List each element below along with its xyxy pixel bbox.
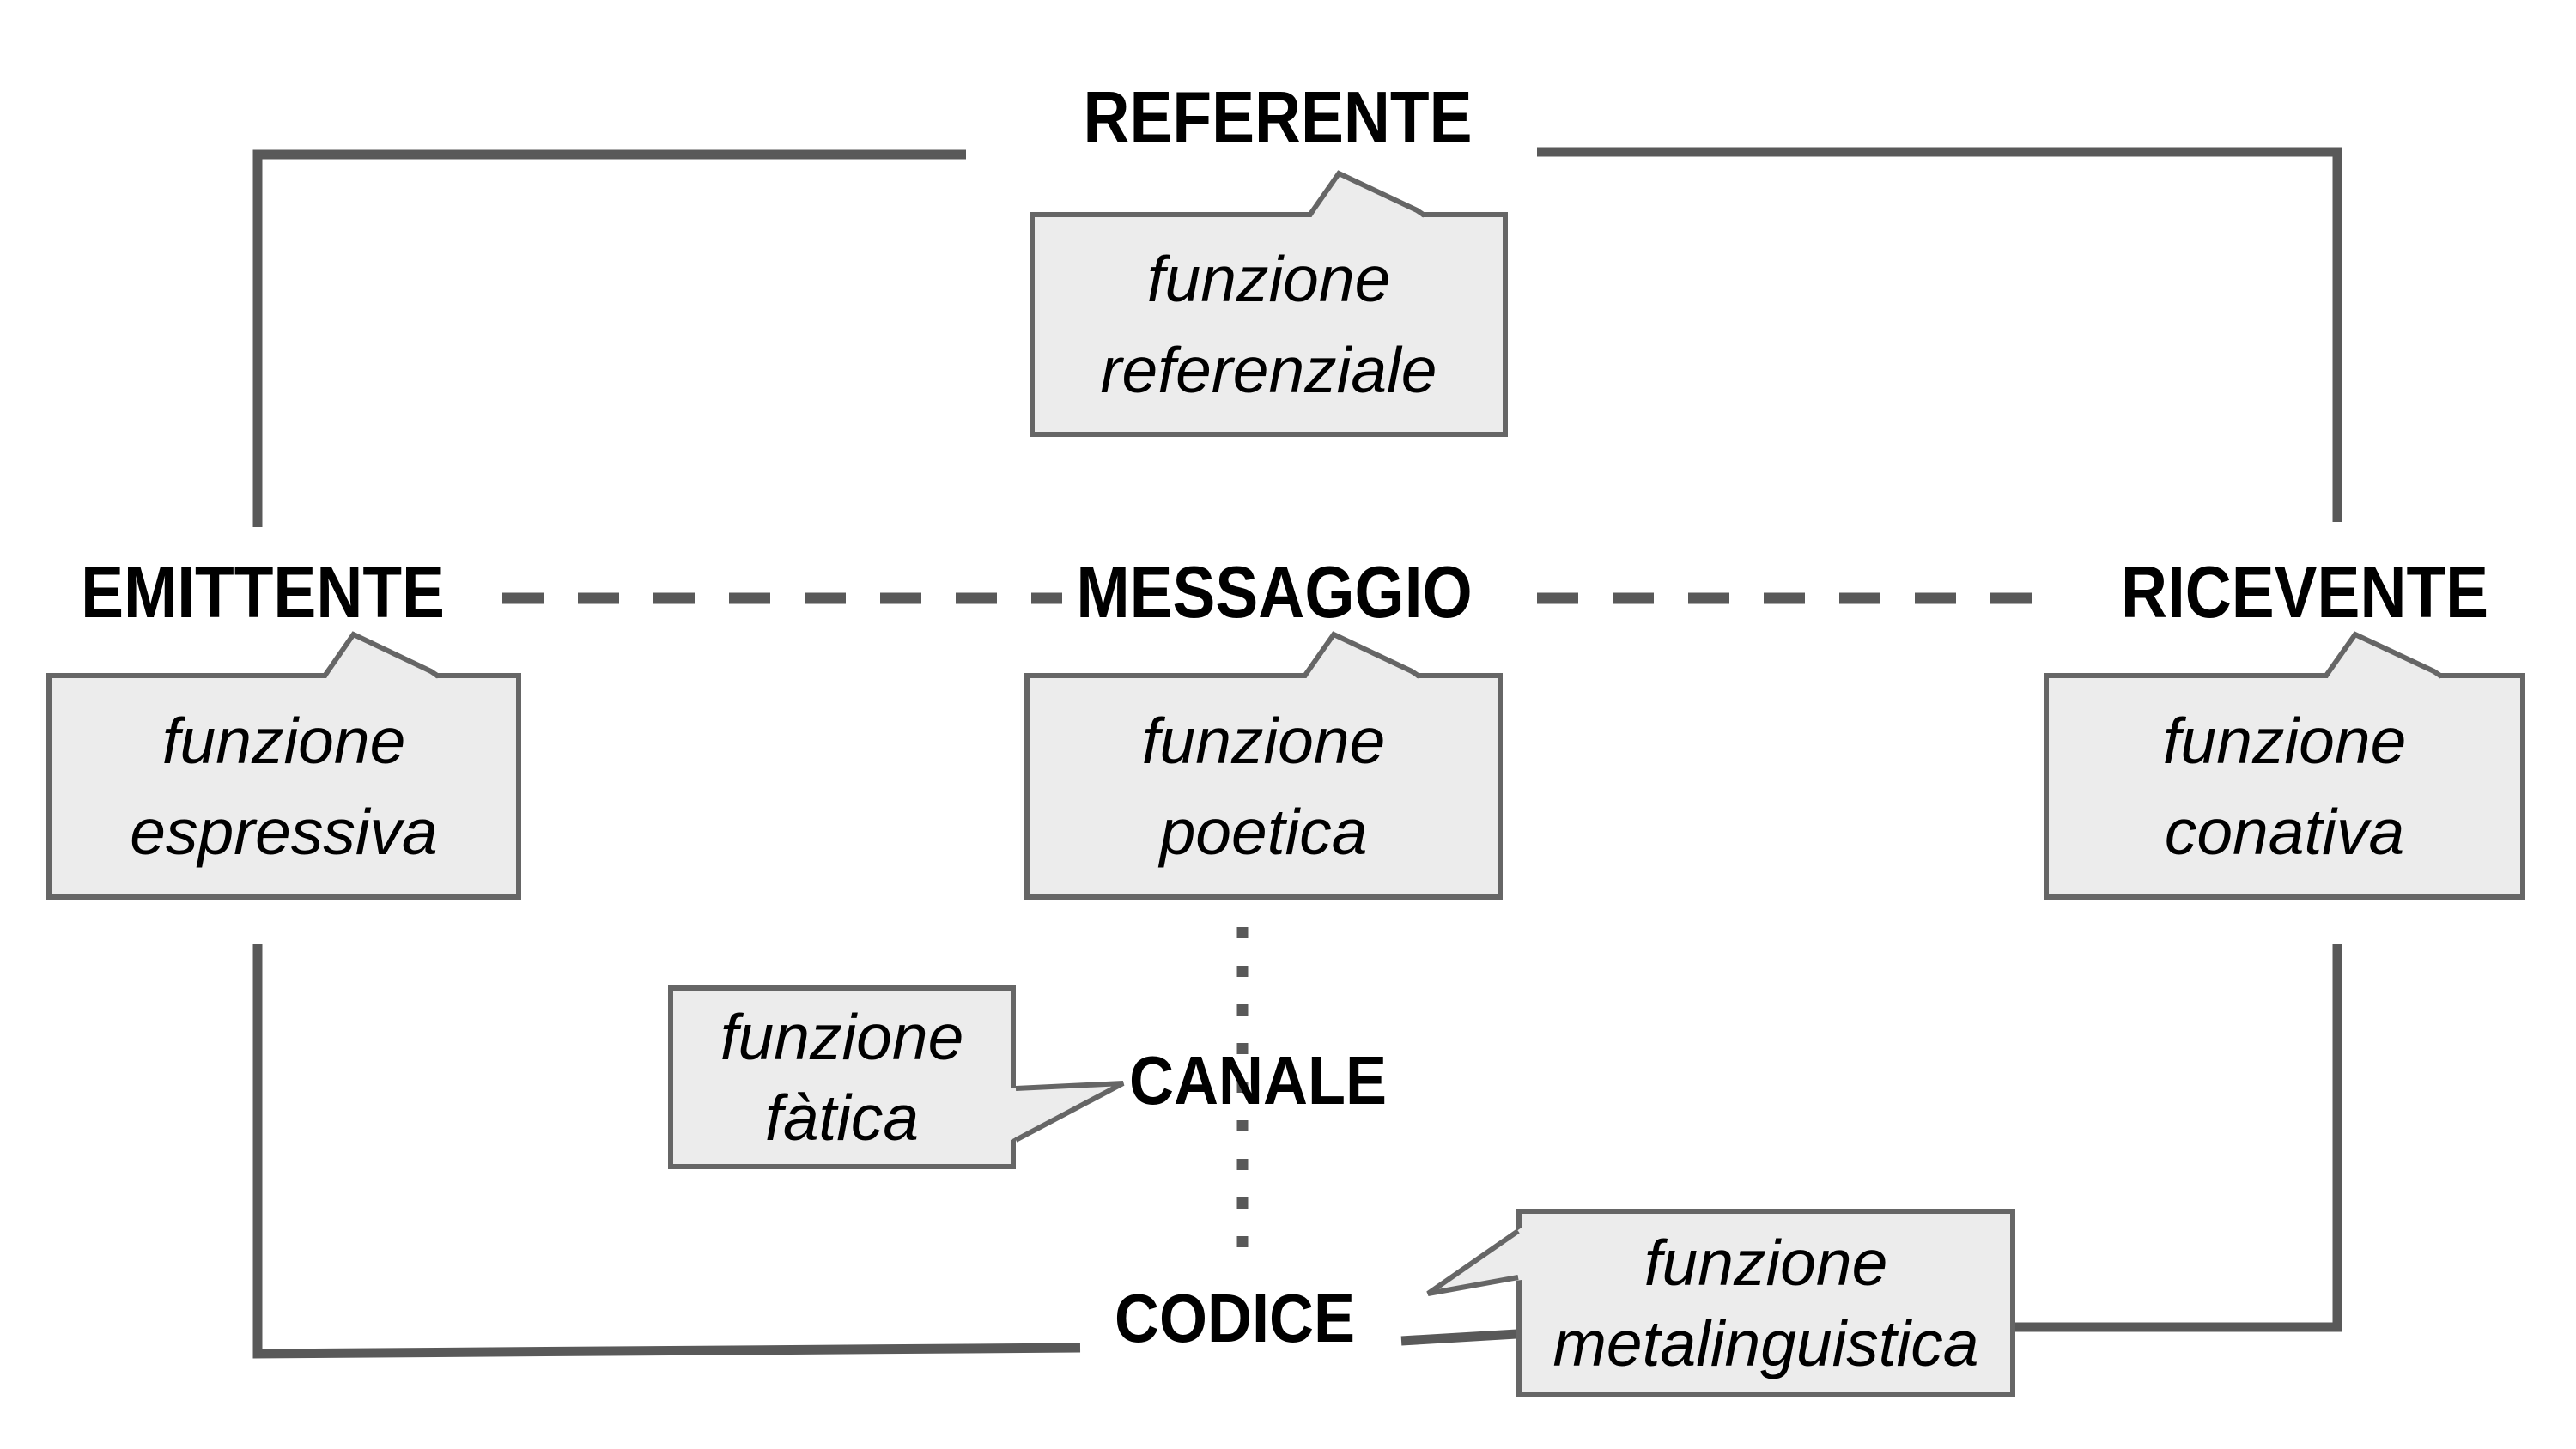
- callout-text-line: referenziale: [1100, 334, 1437, 406]
- callout-pointer-up-icon: [1307, 170, 1426, 221]
- callout-text-line: funzione: [1141, 704, 1386, 777]
- callout-text-line: metalinguistica: [1552, 1307, 1979, 1379]
- node-label-canale: CANALE: [1129, 1042, 1387, 1119]
- connector-top-left: [252, 149, 966, 527]
- callout-pointer-up-icon: [1302, 631, 1421, 682]
- callout-funzione-fatica: funzione fàtica: [668, 985, 1125, 1169]
- callout-text-line: funzione: [161, 704, 406, 777]
- callout-text-line: funzione: [2162, 704, 2407, 777]
- callout-text-line: funzione: [720, 1000, 964, 1073]
- node-label-referente: REFERENTE: [1083, 77, 1473, 159]
- callout-text-line: fàtica: [764, 1082, 920, 1154]
- callout-funzione-referenziale: funzione referenziale: [1030, 170, 1508, 437]
- callout-text-line: conativa: [2164, 796, 2405, 868]
- connector-bottom-right: [2014, 944, 2342, 1332]
- node-label-codice: CODICE: [1114, 1280, 1356, 1356]
- callout-text-line: funzione: [1643, 1226, 1888, 1299]
- callout-pointer-left-icon: [1426, 1228, 1522, 1296]
- callout-funzione-espressiva: funzione espressiva: [46, 631, 521, 900]
- connector-top-right: [1537, 147, 2342, 522]
- callout-funzione-conativa: funzione conativa: [2044, 631, 2525, 900]
- callout-text-line: espressiva: [130, 796, 438, 868]
- callout-funzione-metalinguistica: funzione metalinguistica: [1426, 1209, 2015, 1397]
- callout-pointer-up-icon: [2323, 631, 2443, 682]
- node-label-messaggio: MESSAGGIO: [1076, 552, 1473, 634]
- callout-text-line: funzione: [1146, 242, 1391, 315]
- callout-funzione-poetica: funzione poetica: [1024, 631, 1503, 900]
- node-label-emittente: EMITTENTE: [81, 552, 445, 634]
- callout-pointer-right-icon: [1007, 1081, 1125, 1143]
- callout-pointer-up-icon: [322, 631, 440, 682]
- connector-bottom-left: [252, 944, 1081, 1359]
- callout-text-line: poetica: [1159, 796, 1368, 868]
- node-label-ricevente: RICEVENTE: [2120, 552, 2489, 634]
